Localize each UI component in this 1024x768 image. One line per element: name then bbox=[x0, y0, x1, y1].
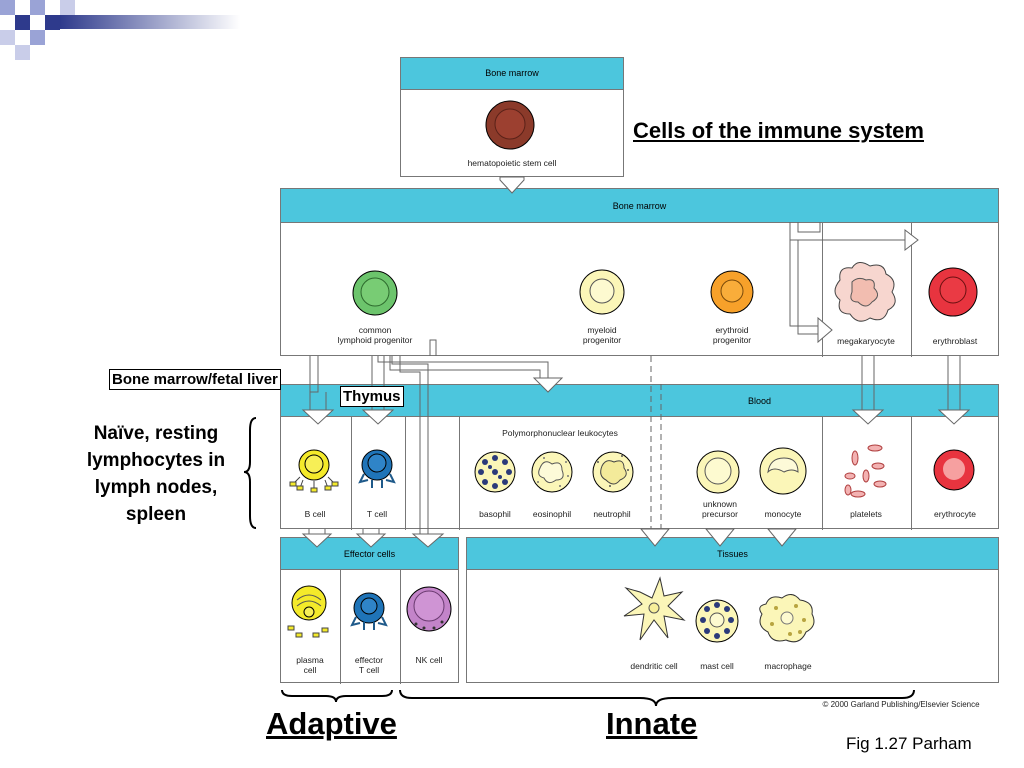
b-cell-label: B cell bbox=[304, 509, 326, 519]
erythroid-progenitor-icon bbox=[710, 270, 754, 314]
panel-header: Bone marrow bbox=[281, 189, 998, 223]
dendritic-cell-label: dendritic cell bbox=[630, 661, 678, 671]
eosinophil-icon bbox=[531, 451, 573, 493]
thymus-label: Thymus bbox=[340, 386, 404, 407]
monocyte-label: monocyte bbox=[764, 509, 802, 519]
nk-cell-label: NK cell bbox=[415, 655, 443, 665]
basophil-label: basophil bbox=[479, 509, 511, 519]
basophil-icon bbox=[474, 451, 516, 493]
t-cell-label: T cell bbox=[366, 509, 388, 519]
stem-cell-icon bbox=[485, 100, 535, 150]
erythroblast-label: erythroblast bbox=[932, 336, 978, 346]
neutrophil-label: neutrophil bbox=[593, 509, 631, 519]
plasma-cell-icon bbox=[287, 585, 329, 638]
panel-header: Bone marrow bbox=[401, 58, 623, 90]
erythrocyte-icon bbox=[933, 449, 975, 491]
naive-lymphocytes-label: Naïve, resting lymphocytes in lymph node… bbox=[86, 423, 226, 525]
unknown-precursor-icon bbox=[696, 450, 740, 494]
platelets-label: platelets bbox=[850, 509, 882, 519]
dendritic-cell-icon bbox=[623, 576, 686, 641]
nk-cell-icon bbox=[406, 586, 452, 632]
t-cell-icon bbox=[358, 449, 396, 488]
copyright-text: © 2000 Garland Publishing/Elsevier Scien… bbox=[822, 700, 980, 709]
effector-t-cell-icon bbox=[350, 592, 388, 630]
adaptive-label: Adaptive bbox=[266, 706, 397, 741]
b-cell-icon bbox=[289, 449, 339, 493]
macrophage-icon bbox=[759, 594, 815, 643]
innate-label: Innate bbox=[606, 706, 698, 741]
megakaryocyte-icon bbox=[834, 262, 896, 322]
polymorphonuclear-label: Polymorphonuclear leukocytes bbox=[502, 428, 618, 438]
panel-header: Tissues bbox=[467, 538, 998, 570]
monocyte-icon bbox=[759, 447, 807, 495]
platelets-icon bbox=[844, 444, 887, 498]
corner-decoration bbox=[0, 0, 240, 62]
erythrocyte-label: erythrocyte bbox=[933, 509, 977, 519]
mast-cell-label: mast cell bbox=[700, 661, 734, 671]
mast-cell-icon bbox=[695, 599, 739, 643]
neutrophil-icon bbox=[592, 451, 634, 493]
stem-cell-label: hematopoietic stem cell bbox=[467, 158, 557, 168]
lymphoid-progenitor-icon bbox=[352, 270, 398, 316]
macrophage-label: macrophage bbox=[764, 661, 812, 671]
bone-marrow-fetal-liver-label: Bone marrow/fetal liver bbox=[109, 369, 281, 390]
page-title: Cells of the immune system bbox=[633, 118, 924, 143]
figure-credit: Fig 1.27 Parham bbox=[846, 734, 972, 753]
eosinophil-label: eosinophil bbox=[532, 509, 572, 519]
megakaryocyte-label: megakaryocyte bbox=[837, 336, 895, 346]
erythroblast-icon bbox=[928, 267, 978, 317]
myeloid-progenitor-icon bbox=[579, 269, 625, 315]
